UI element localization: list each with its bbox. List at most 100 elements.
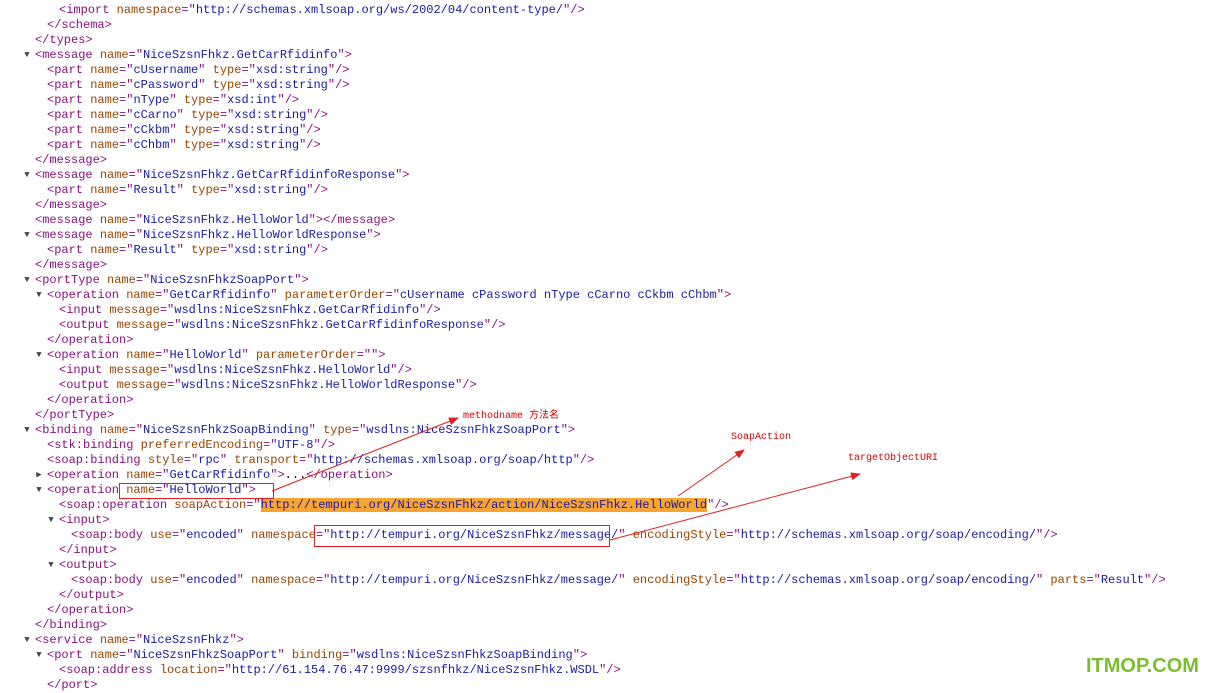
xml-code: </schema>	[47, 18, 112, 33]
xml-tag: <output>	[59, 558, 117, 572]
xml-tag: "	[176, 243, 192, 257]
xml-tag: </port>	[47, 678, 98, 692]
collapse-toggle-icon[interactable]: ▼	[36, 290, 42, 300]
xml-code: </types>	[35, 33, 93, 48]
xml-tag: <input	[59, 303, 110, 317]
attribute-value: xsd:string	[227, 123, 300, 137]
xml-tag: "	[169, 123, 184, 137]
xml-tag: "	[277, 648, 292, 662]
xml-tag: <part	[47, 123, 91, 137]
xml-tag: <output	[59, 378, 117, 392]
collapse-toggle-icon[interactable]: ▼	[24, 170, 30, 180]
xml-tag: <soap:body	[71, 528, 151, 542]
xml-code: </message>	[35, 258, 107, 273]
xml-tag: "/>	[327, 78, 350, 92]
xml-tag: <binding	[35, 423, 100, 437]
attribute-name: type	[183, 123, 213, 137]
attribute-value: wsdlns:NiceSzsnFhkzSoapPort	[366, 423, 561, 437]
xml-code: </operation>	[47, 333, 133, 348]
xml-tag: "	[198, 78, 213, 92]
attribute-value: Result	[1100, 573, 1145, 587]
xml-tag: "/>	[599, 663, 621, 677]
attribute-value: GetCarRfidinfo	[169, 288, 271, 302]
xml-tag: "	[270, 288, 285, 302]
xml-tag: ="	[212, 93, 228, 107]
xml-code: <input message="wsdlns:NiceSzsnFhkz.Hell…	[59, 363, 412, 378]
xml-tag: <operation	[47, 288, 127, 302]
xml-tag: ="	[155, 468, 170, 482]
xml-tag: "	[618, 528, 633, 542]
xml-tag: ="	[155, 348, 170, 362]
xml-code: </message>	[35, 198, 107, 213]
xml-tag: ">	[337, 48, 352, 62]
collapse-toggle-icon[interactable]: ▼	[24, 230, 30, 240]
methodname-arrow	[271, 417, 459, 492]
collapse-toggle-icon[interactable]: ▼	[48, 515, 54, 525]
xml-tag: <soap:body	[71, 573, 151, 587]
attribute-name: name	[90, 78, 120, 92]
attribute-name: type	[323, 423, 352, 437]
xml-code: <operation name="HelloWorld">	[47, 483, 256, 498]
attribute-value: cCarno	[133, 108, 177, 122]
xml-tag: <message	[35, 168, 100, 182]
collapse-toggle-icon[interactable]: ▼	[24, 275, 30, 285]
xml-tag: <part	[47, 63, 91, 77]
xml-tag: "/>	[306, 243, 328, 257]
xml-tag: ="	[385, 288, 400, 302]
xml-code: <input>	[59, 513, 109, 528]
collapse-toggle-icon[interactable]: ▼	[36, 650, 42, 660]
xml-tag: ="	[167, 378, 182, 392]
xml-tag: "	[169, 93, 184, 107]
attribute-name: name	[90, 123, 120, 137]
attribute-value: xsd:string	[234, 243, 307, 257]
xml-tag: <operation	[47, 483, 127, 497]
xml-tag: "/>	[327, 63, 350, 77]
attribute-value: NiceSzsnFhkz.GetCarRfidinfo	[143, 48, 338, 62]
attribute-value: cChbm	[133, 138, 170, 152]
xml-tag: "/>	[419, 303, 441, 317]
attribute-value: xsd:string	[234, 183, 307, 197]
xml-tag: ="	[351, 423, 367, 437]
xml-tag: ="	[119, 183, 134, 197]
xml-code: <message name="NiceSzsnFhkz.GetCarRfidin…	[35, 168, 409, 183]
xml-code: <soap:body use="encoded" namespace="http…	[71, 573, 1166, 588]
attribute-name: name	[90, 108, 120, 122]
collapse-toggle-icon[interactable]: ▼	[24, 425, 30, 435]
xml-tag: ="	[119, 648, 134, 662]
collapse-toggle-icon[interactable]: ▼	[36, 485, 42, 495]
xml-code: <operation name="GetCarRfidinfo" paramet…	[47, 288, 731, 303]
attribute-value: wsdlns:NiceSzsnFhkzSoapBinding	[356, 648, 573, 662]
collapse-toggle-icon[interactable]: ▼	[48, 560, 54, 570]
attribute-value: Result	[133, 183, 177, 197]
xml-tag: </binding>	[35, 618, 108, 632]
xml-tag: ="	[1086, 573, 1101, 587]
attribute-name: transport	[234, 453, 300, 467]
xml-tag: "/>	[299, 138, 321, 152]
xml-tag: </message>	[35, 258, 108, 272]
xml-tag: ="	[119, 243, 134, 257]
collapse-toggle-icon[interactable]: ▼	[24, 50, 30, 60]
attribute-value: cPassword	[133, 78, 199, 92]
attribute-value: http://tempuri.org/NiceSzsnFhkz/message/	[330, 528, 619, 542]
xml-tag: </output>	[59, 588, 124, 602]
attribute-name: type	[183, 93, 213, 107]
attribute-name: encodingStyle	[632, 573, 727, 587]
attribute-value: NiceSzsnFhkzSoapBinding	[143, 423, 309, 437]
xml-tag: ="	[246, 498, 261, 512]
xml-tag: "	[198, 63, 213, 77]
attribute-value: xsd:string	[255, 63, 328, 77]
xml-tag: </input>	[59, 543, 117, 557]
attribute-value: xsd:string	[255, 78, 328, 92]
attribute-value: NiceSzsnFhkz.HelloWorld	[143, 213, 309, 227]
expand-toggle-icon[interactable]: ▶	[36, 470, 42, 480]
xml-tag: <stk:binding	[47, 438, 141, 452]
xml-code: <soap:operation soapAction="http://tempu…	[59, 498, 729, 513]
xml-code: </input>	[59, 543, 117, 558]
collapse-toggle-icon[interactable]: ▼	[24, 635, 30, 645]
collapse-toggle-icon[interactable]: ▼	[36, 350, 42, 360]
attribute-value: wsdlns:NiceSzsnFhkz.GetCarRfidinfoRespon…	[181, 318, 484, 332]
xml-tag: <part	[47, 138, 91, 152]
xml-tag: <operation	[47, 468, 127, 482]
attribute-name: type	[212, 63, 242, 77]
